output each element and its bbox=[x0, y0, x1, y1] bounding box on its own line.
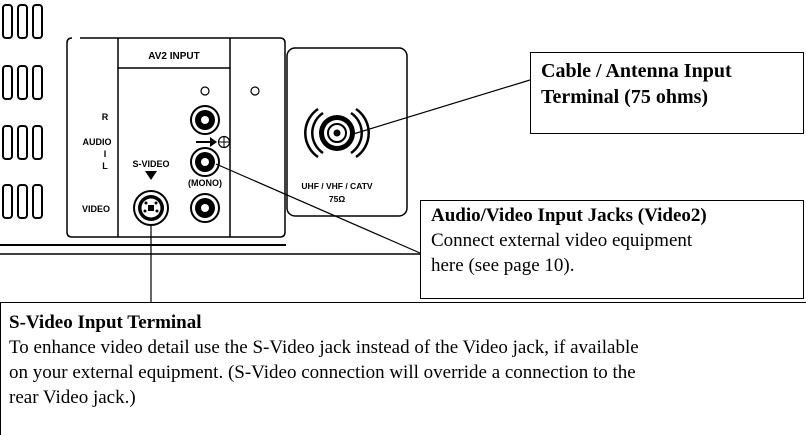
label-svideo: S-VIDEO bbox=[132, 159, 169, 169]
av-callout-line-2: here (see page 10). bbox=[431, 255, 575, 276]
svideo-arrow-icon bbox=[145, 171, 157, 180]
av-callout-title: Audio/Video Input Jacks (Video2) bbox=[431, 205, 707, 226]
coax-terminal-icon[interactable] bbox=[304, 107, 370, 159]
label-i: I bbox=[104, 149, 107, 159]
antenna-callout: Cable / Antenna Input Terminal (75 ohms) bbox=[530, 52, 804, 134]
label-l: L bbox=[102, 161, 108, 171]
screw-hole-icon bbox=[250, 86, 260, 96]
svideo-callout-line-2: on your external equipment. (S-Video con… bbox=[9, 362, 636, 383]
label-r: R bbox=[102, 112, 109, 122]
leader-lines bbox=[150, 79, 531, 302]
svideo-callout-line-3: rear Video jack.) bbox=[9, 387, 136, 408]
label-audio: AUDIO bbox=[83, 137, 112, 147]
svideo-callout: S-Video Input Terminal To enhance video … bbox=[0, 302, 806, 435]
svideo-callout-line-1: To enhance video detail use the S-Video … bbox=[9, 337, 639, 358]
av-callout-line-1: Connect external video equipment bbox=[431, 230, 693, 251]
svideo-callout-title: S-Video Input Terminal bbox=[9, 312, 202, 333]
av2-header: AV2 INPUT bbox=[148, 51, 200, 62]
antenna-callout-title-2: Terminal (75 ohms) bbox=[541, 86, 709, 108]
rca-jack-icon[interactable] bbox=[190, 105, 220, 135]
uhf-label: UHF / VHF / CATV bbox=[301, 181, 372, 191]
screw-hole-icon bbox=[200, 86, 210, 96]
vent-slots-icon bbox=[2, 4, 43, 219]
av-panel bbox=[66, 37, 286, 238]
rca-jack-icon[interactable] bbox=[190, 193, 220, 223]
label-mono: (MONO) bbox=[188, 178, 222, 188]
antenna-callout-title-1: Cable / Antenna Input bbox=[541, 60, 732, 82]
antenna-panel bbox=[286, 47, 408, 217]
ground-symbol-icon bbox=[217, 135, 231, 149]
rca-jack-icon[interactable] bbox=[190, 147, 220, 177]
av-jacks-callout: Audio/Video Input Jacks (Video2) Connect… bbox=[420, 200, 804, 299]
arrow-icon bbox=[196, 137, 217, 147]
ohm-label: 75Ω bbox=[329, 194, 345, 204]
label-video: VIDEO bbox=[82, 204, 110, 214]
svideo-jack-icon[interactable] bbox=[133, 190, 169, 226]
